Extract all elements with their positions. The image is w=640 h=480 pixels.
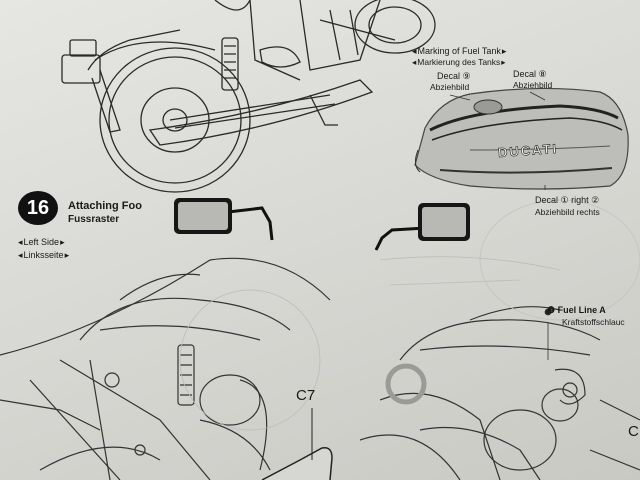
decal-right-label: Decal ⑧ <box>513 69 547 79</box>
decal-leader-lines <box>449 91 546 190</box>
fuel-line-label: ❷ Fuel Line A <box>547 305 606 315</box>
fuel-tank-title-de: Markierung des Tanks <box>412 57 506 67</box>
side-label-de: Linksseite <box>18 250 69 261</box>
fuel-line-leader <box>544 308 552 360</box>
part-c7-shape <box>261 408 333 480</box>
decal-left-label: Decal ⑨ <box>437 71 471 81</box>
lower-left-motorcycle-drawing <box>0 257 331 480</box>
faint-background-drawings <box>179 199 640 431</box>
step-title: Attaching Foo <box>68 200 142 212</box>
decal-right-sub: Abziehbild <box>513 80 553 90</box>
decal-lower-sub: Abziehbild rechts <box>535 207 600 217</box>
decal-left-sub: Abziehbild <box>430 82 470 92</box>
step-subtitle: Fussraster <box>68 214 120 225</box>
fuel-line-sub: Kraftstoffschlauc <box>562 317 625 327</box>
lower-right-motorcycle-drawing <box>359 306 640 480</box>
fuel-tank-illustration <box>414 87 629 190</box>
step-number-badge: 16 <box>18 191 58 225</box>
upper-motorcycle-drawing <box>61 0 436 193</box>
right-mirror <box>374 203 470 251</box>
decal-lower-label: Decal ① right ② <box>535 195 600 205</box>
fuel-tank-title-en: Marking of Fuel Tank <box>412 46 506 57</box>
left-mirror <box>174 198 274 241</box>
side-label-en: Left Side <box>18 237 65 248</box>
part-code-c7: C7 <box>296 387 316 404</box>
edge-letter: C <box>628 423 639 440</box>
